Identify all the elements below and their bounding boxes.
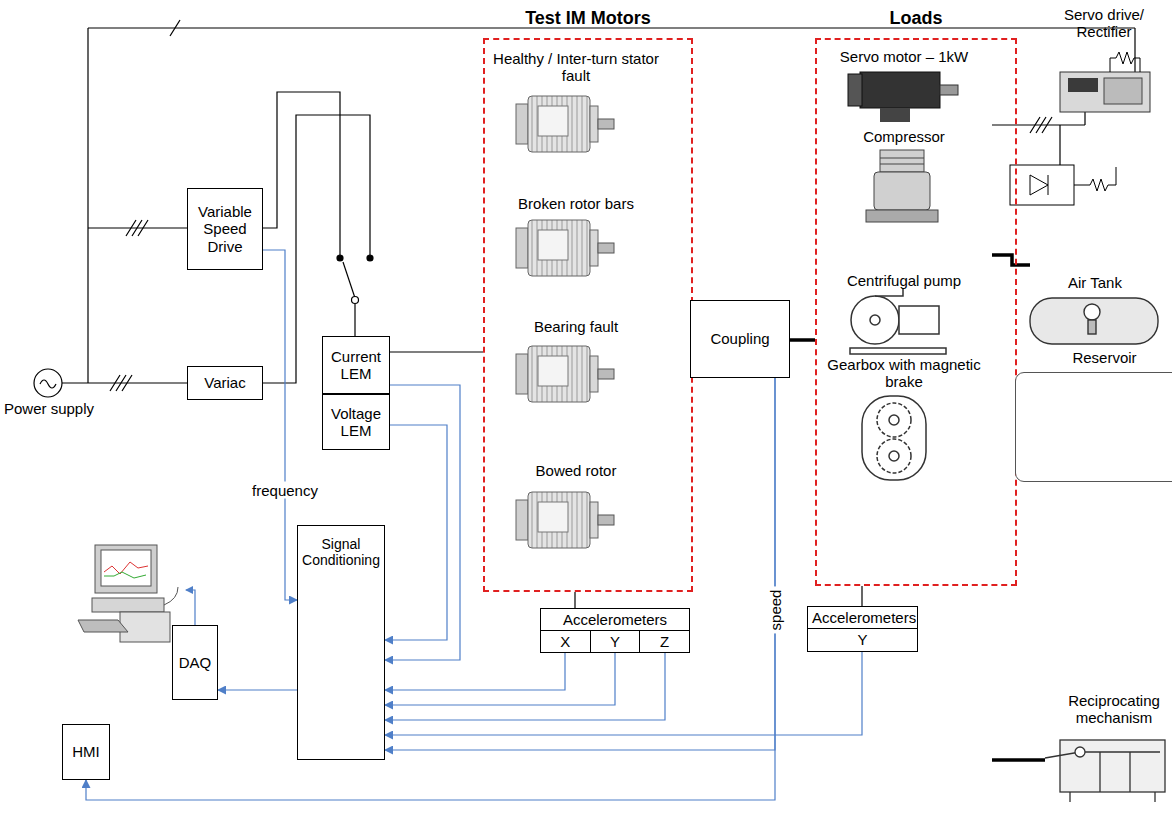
axis-label: Y <box>808 629 917 651</box>
connector <box>86 378 775 800</box>
edge-label: speed <box>767 587 784 634</box>
box-label: Variable Speed Drive <box>191 203 259 255</box>
connector <box>385 378 775 750</box>
group-heading: Loads <box>797 8 1035 29</box>
connector <box>385 653 615 705</box>
box-label: Coupling <box>710 330 769 347</box>
computer-icon <box>78 545 178 642</box>
sensor-box: Voltage LEM <box>322 394 390 450</box>
sensor-box: Current LEM <box>322 336 390 394</box>
group-heading: Test IM Motors <box>465 8 711 29</box>
part-label: Broken rotor bars <box>488 195 664 212</box>
box-label: Variac <box>204 374 245 391</box>
reservoir-box: Reservoir <box>1015 372 1172 482</box>
connector <box>263 250 297 600</box>
group-region: Loads <box>815 38 1017 586</box>
part-label: Servo drive/ Rectifier <box>1044 6 1164 41</box>
sensor-title: Accelerometers <box>541 609 689 631</box>
gearbox-picture <box>862 396 926 480</box>
part-label: Power supply <box>3 400 95 417</box>
signal-wire <box>186 590 195 625</box>
part-label: Gearbox with magnetic brake <box>818 356 990 391</box>
part-label: Servo motor – 1kW <box>818 48 990 65</box>
sensor-title: Accelerometers <box>808 607 917 629</box>
box-label: Current LEM <box>326 348 386 383</box>
part-label: Air Tank <box>1040 274 1150 291</box>
part-label: Bearing fault <box>488 318 664 335</box>
connector <box>790 338 815 342</box>
box-label: Voltage LEM <box>326 405 386 440</box>
compressor-picture <box>866 150 938 222</box>
connector <box>385 652 862 735</box>
pump-picture <box>850 288 946 354</box>
air-tank-picture <box>1030 298 1158 344</box>
servo-motor-picture <box>848 72 958 122</box>
box-label: Signal Conditioning <box>301 536 381 568</box>
sensor-box: AccelerometersXYZ <box>540 608 690 653</box>
connector <box>390 351 483 352</box>
connector <box>218 689 297 690</box>
group-region: Test IM Motors <box>483 38 693 592</box>
motor-picture <box>516 492 614 548</box>
group-heading: Reservoir <box>996 349 1172 366</box>
motor-picture <box>516 96 614 152</box>
connector <box>574 592 575 608</box>
part-label: Centrifugal pump <box>818 272 990 289</box>
part-label: Healthy / Inter-turn stator fault <box>488 50 664 85</box>
edge-label: frequency <box>249 482 321 499</box>
coupling-box: Coupling <box>690 300 790 378</box>
part-label: Bowed rotor <box>488 462 664 479</box>
motor-picture <box>516 346 614 402</box>
axis-label: Z <box>640 631 689 652</box>
conditioning-box: Signal Conditioning <box>297 525 385 760</box>
axis-label: X <box>541 631 591 652</box>
sensor-axes: Y <box>808 629 917 651</box>
drive-box: Variable Speed Drive <box>187 188 263 270</box>
connector <box>385 653 565 690</box>
daq-box: DAQ <box>172 625 218 700</box>
sensor-box: AccelerometersY <box>807 606 918 652</box>
connector <box>385 425 447 640</box>
axis-label: Y <box>591 631 641 652</box>
box-label: DAQ <box>179 654 212 671</box>
motor-picture <box>516 220 614 276</box>
part-label: Reciprocating mechanism <box>1060 692 1168 727</box>
part-label: Compressor <box>818 128 990 145</box>
box-label: HMI <box>72 743 100 760</box>
hmi-box: HMI <box>62 724 110 780</box>
connector <box>861 586 862 606</box>
reciprocating-mechanism-picture <box>1045 740 1165 802</box>
connector <box>385 385 460 660</box>
sensor-axes: XYZ <box>541 631 689 652</box>
servo-drive-picture <box>1060 52 1150 112</box>
power-wiring <box>34 20 1135 397</box>
connector <box>385 653 665 720</box>
rectifier-symbol <box>1010 165 1116 205</box>
variac-box: Variac <box>187 366 263 400</box>
